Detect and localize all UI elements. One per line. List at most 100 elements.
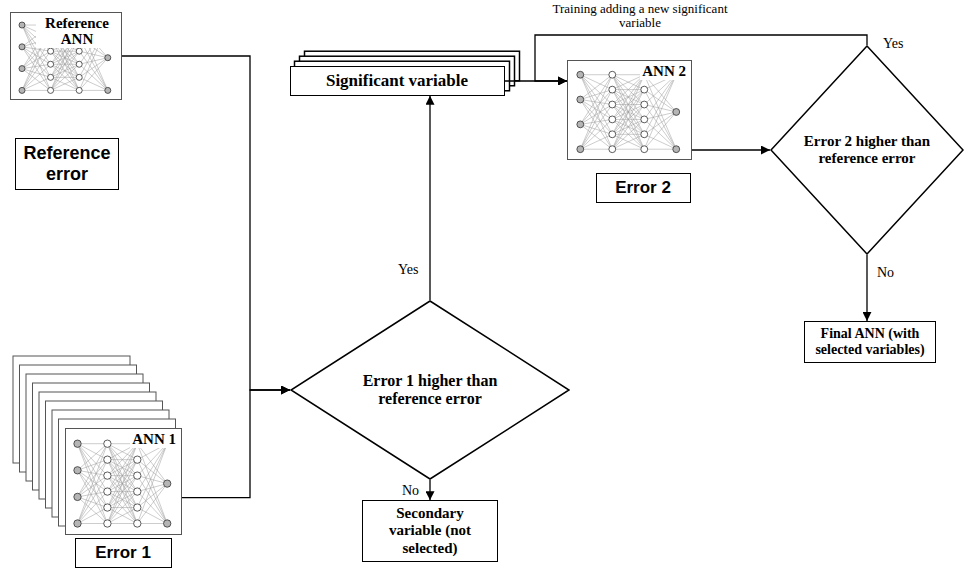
net-weight <box>612 75 644 135</box>
net-weight <box>78 460 108 524</box>
net-weight <box>644 112 676 119</box>
net-weight <box>78 444 108 508</box>
box-text: Error 2 <box>604 178 683 198</box>
net-weight <box>612 90 644 150</box>
error-box: Error 2 <box>596 173 691 203</box>
net-weight <box>79 90 108 91</box>
net-neuron <box>104 520 111 527</box>
net-neuron <box>134 488 141 495</box>
net-weight <box>612 90 644 150</box>
box-text: Error 1 <box>83 543 164 563</box>
net-neuron <box>19 44 25 50</box>
net-weight <box>51 51 80 90</box>
net-neuron <box>134 520 141 527</box>
net-weight <box>51 77 80 90</box>
net-weight <box>612 149 644 150</box>
net-weight <box>644 149 676 150</box>
net-neuron <box>641 146 648 153</box>
net-neuron <box>641 131 648 138</box>
net-weight <box>580 105 612 150</box>
net-neuron <box>76 74 82 80</box>
net-neuron <box>104 504 111 511</box>
net-weight <box>78 443 108 444</box>
net-neuron <box>164 480 171 487</box>
net-neuron <box>48 48 54 54</box>
net-weight <box>107 523 137 524</box>
ann-net <box>577 71 680 152</box>
net-weight <box>137 444 167 508</box>
net-weight <box>107 508 137 524</box>
net-weight <box>22 69 51 91</box>
net-weight <box>612 119 644 149</box>
net-weight <box>644 134 676 149</box>
net-weight <box>580 75 612 120</box>
variable-box: Secondary variable (not selected) <box>362 500 498 562</box>
edge-label: Yes <box>881 36 905 51</box>
net-neuron <box>76 48 82 54</box>
edge-label: No <box>400 483 421 498</box>
net-weight <box>107 444 137 524</box>
net-weight <box>137 523 167 524</box>
net-weight <box>22 64 51 90</box>
error-box: Error 1 <box>75 538 172 568</box>
net-weight <box>22 51 51 90</box>
net-neuron <box>105 87 111 93</box>
net-weight <box>580 90 612 150</box>
connector-arrow <box>429 480 430 500</box>
variable-box: Significant variable <box>290 66 505 96</box>
net-weight <box>580 149 612 150</box>
net-neuron <box>19 87 25 93</box>
net-neuron <box>609 101 616 108</box>
ann-label: ANN 2 <box>640 64 688 80</box>
net-neuron <box>19 66 25 72</box>
net-weight <box>644 75 676 149</box>
decision-text: Error 2 higher than reference error <box>802 133 932 168</box>
net-weight <box>78 470 108 475</box>
net-weight <box>644 75 676 120</box>
net-weight <box>644 119 676 149</box>
net-weight <box>78 523 108 524</box>
net-weight <box>137 444 167 476</box>
net-weight <box>612 75 644 149</box>
net-weight <box>580 105 612 125</box>
net-weight <box>107 444 137 476</box>
error-box: Reference error <box>15 138 119 189</box>
net-neuron <box>104 472 111 479</box>
net-weight <box>78 476 108 524</box>
net-weight <box>580 100 612 105</box>
net-weight <box>107 444 137 492</box>
net-weight <box>644 105 676 150</box>
net-neuron <box>164 520 171 527</box>
net-weight <box>107 492 137 524</box>
net-weight <box>612 75 644 135</box>
net-neuron <box>609 71 616 78</box>
connector-arrow <box>692 149 770 150</box>
net-neuron <box>134 504 141 511</box>
net-neuron <box>577 146 584 153</box>
ann-label: Reference ANN <box>36 16 118 48</box>
net-neuron <box>609 86 616 93</box>
net-weight <box>107 444 137 492</box>
net-weight <box>22 90 51 91</box>
diamond-text-wrap: Error 1 higher than reference error <box>355 372 505 409</box>
net-neuron <box>48 87 54 93</box>
net-weight <box>137 444 167 524</box>
ann-net <box>74 440 171 527</box>
net-weight <box>107 460 137 524</box>
net-weight <box>580 75 612 105</box>
net-neuron <box>134 456 141 463</box>
net-weight <box>612 75 644 120</box>
net-weight <box>51 64 80 90</box>
net-weight <box>137 444 167 492</box>
net-neuron <box>104 456 111 463</box>
net-neuron <box>76 87 82 93</box>
net-neuron <box>74 467 81 474</box>
net-weight <box>644 75 676 149</box>
net-weight <box>580 75 612 149</box>
box-text: Final ANN (with selected variables) <box>812 326 928 358</box>
net-weight <box>22 51 51 68</box>
net-weight <box>580 75 612 125</box>
net-weight <box>580 124 612 134</box>
net-neuron <box>609 146 616 153</box>
net-neuron <box>641 86 648 93</box>
